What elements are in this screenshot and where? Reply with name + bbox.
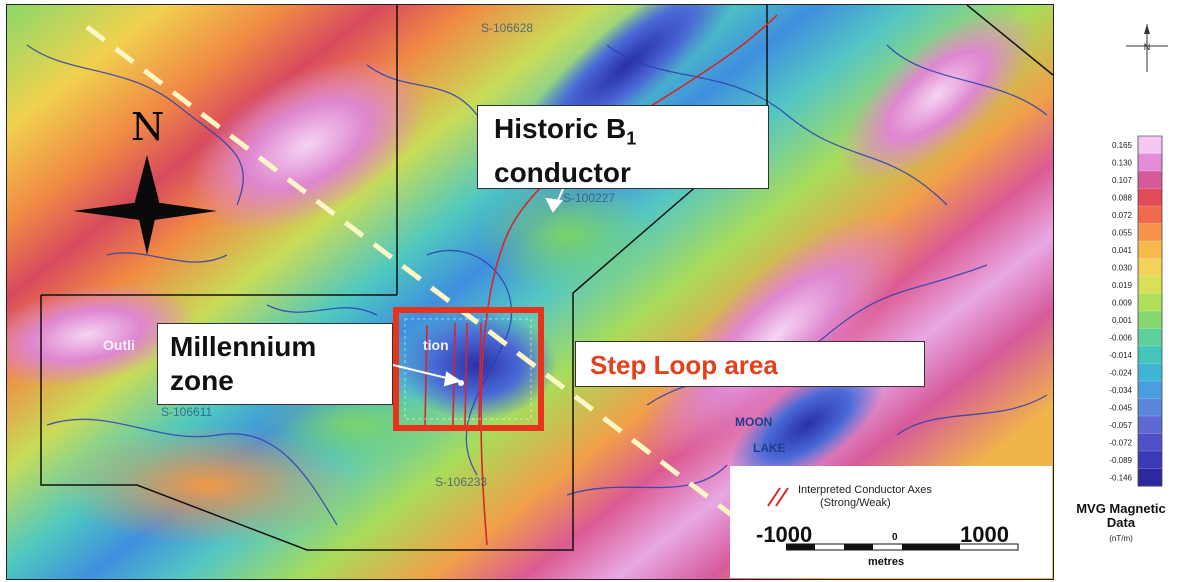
colorbar-tick-label: -0.045 <box>1109 403 1132 412</box>
colorbar-tick-label: 0.001 <box>1112 316 1133 325</box>
colorbar-tick-label: -0.089 <box>1109 456 1132 465</box>
colorbar-swatch <box>1138 433 1162 452</box>
compass-label: N <box>1144 42 1151 52</box>
colorbar-tick-label: -0.006 <box>1109 333 1132 342</box>
historic-conductor-callout: Historic B1 conductor <box>477 105 769 189</box>
outline-label-left: Outli <box>103 337 135 353</box>
historic-callout-line2: conductor <box>494 156 631 188</box>
claim-label-top: S-106628 <box>481 21 534 35</box>
historic-callout-line1: Historic B <box>494 113 627 144</box>
outline-label-right: tion <box>423 337 449 353</box>
conductor-axes-legend-icon <box>767 487 789 507</box>
colorbar-tick-label: -0.146 <box>1109 473 1132 482</box>
colorbar-tick-label: -0.034 <box>1109 386 1132 395</box>
colorbar-swatch <box>1138 293 1162 312</box>
colorbar-title: MVG Magnetic Data <box>1052 502 1190 530</box>
colorbar-swatch <box>1138 311 1162 329</box>
colorbar-tick-label: -0.024 <box>1109 368 1132 377</box>
millennium-callout-line2: zone <box>170 365 234 396</box>
scale-bar <box>786 543 1019 551</box>
colorbar-tick-label: 0.088 <box>1112 193 1133 202</box>
colorbar: 0.165 0.130 0.107 0.088 0.072 0.055 0.041 0.030… <box>1109 135 1163 487</box>
colorbar-swatch <box>1138 188 1162 207</box>
colorbar-tick-label: -0.014 <box>1109 351 1132 360</box>
lake-label-2: LAKE <box>753 441 786 455</box>
colorbar-swatch <box>1138 468 1162 487</box>
legend-line1: Interpreted Conductor Axes <box>798 484 932 496</box>
colorbar-swatch <box>1138 398 1162 417</box>
scale-bar-unit: metres <box>868 556 905 568</box>
colorbar-swatch <box>1138 346 1162 364</box>
north-arrow-label: N <box>131 105 165 149</box>
claim-label-left: S-106611 <box>161 405 213 419</box>
north-arrow-star <box>73 155 217 255</box>
colorbar-swatch <box>1138 328 1162 347</box>
colorbar-swatch <box>1138 153 1162 172</box>
colorbar-swatch <box>1138 363 1162 382</box>
colorbar-tick-label: 0.041 <box>1112 246 1133 255</box>
conductor-axes-legend: Interpreted Conductor Axes (Strong/Weak) <box>798 484 932 510</box>
colorbar-title-line2: Data <box>1106 515 1136 530</box>
scale-bar-zero-label: 0 <box>892 532 898 543</box>
millennium-zone-callout: Millennium zone <box>157 323 393 405</box>
colorbar-swatch <box>1138 241 1162 259</box>
legend-line2: (Strong/Weak) <box>820 497 891 509</box>
millennium-callout-line1: Millennium <box>170 331 317 362</box>
colorbar-swatch <box>1138 136 1162 154</box>
scale-bar-right-label: 1000 <box>960 522 1009 547</box>
colorbar-swatch <box>1138 451 1162 469</box>
colorbar-swatch <box>1138 171 1162 189</box>
colorbar-tick-label: 0.107 <box>1112 176 1133 185</box>
colorbar-tick-label: -0.072 <box>1109 438 1132 447</box>
scale-bar-left-label: -1000 <box>756 522 813 547</box>
colorbar-tick-label: -0.057 <box>1109 421 1132 430</box>
colorbar-tick-label: 0.055 <box>1112 228 1133 237</box>
colorbar-title-line1: MVG Magnetic <box>1076 501 1166 516</box>
lake-label-1: MOON <box>735 415 773 429</box>
magnetic-map: S-106628 S-100227 S-106611 S-106233 Outl… <box>6 4 1054 580</box>
colorbar-tick-label: 0.009 <box>1112 298 1133 307</box>
colorbar-unit: (nT/m) <box>1109 534 1133 543</box>
magnetic-map-image <box>7 5 1053 579</box>
compass-icon: N <box>1126 24 1168 72</box>
colorbar-tick-label: 0.072 <box>1112 211 1133 220</box>
colorbar-swatch <box>1138 416 1162 434</box>
colorbar-tick-label: 0.019 <box>1112 281 1133 290</box>
step-loop-callout: Step Loop area <box>575 341 925 387</box>
colorbar-swatch <box>1138 258 1162 277</box>
historic-callout-subscript: 1 <box>626 128 637 149</box>
colorbar-tick-label: 0.165 <box>1112 141 1133 150</box>
claim-label-middle: S-100227 <box>563 191 616 205</box>
colorbar-swatch <box>1138 206 1162 224</box>
colorbar-tick-label: 0.030 <box>1112 263 1133 272</box>
colorbar-swatch <box>1138 223 1162 242</box>
map-legend-panel <box>730 466 1052 578</box>
colorbar-swatch <box>1138 381 1162 399</box>
colorbar-swatch <box>1138 276 1162 294</box>
colorbar-tick-label: 0.130 <box>1112 158 1133 167</box>
claim-label-bottom: S-106233 <box>435 475 488 489</box>
